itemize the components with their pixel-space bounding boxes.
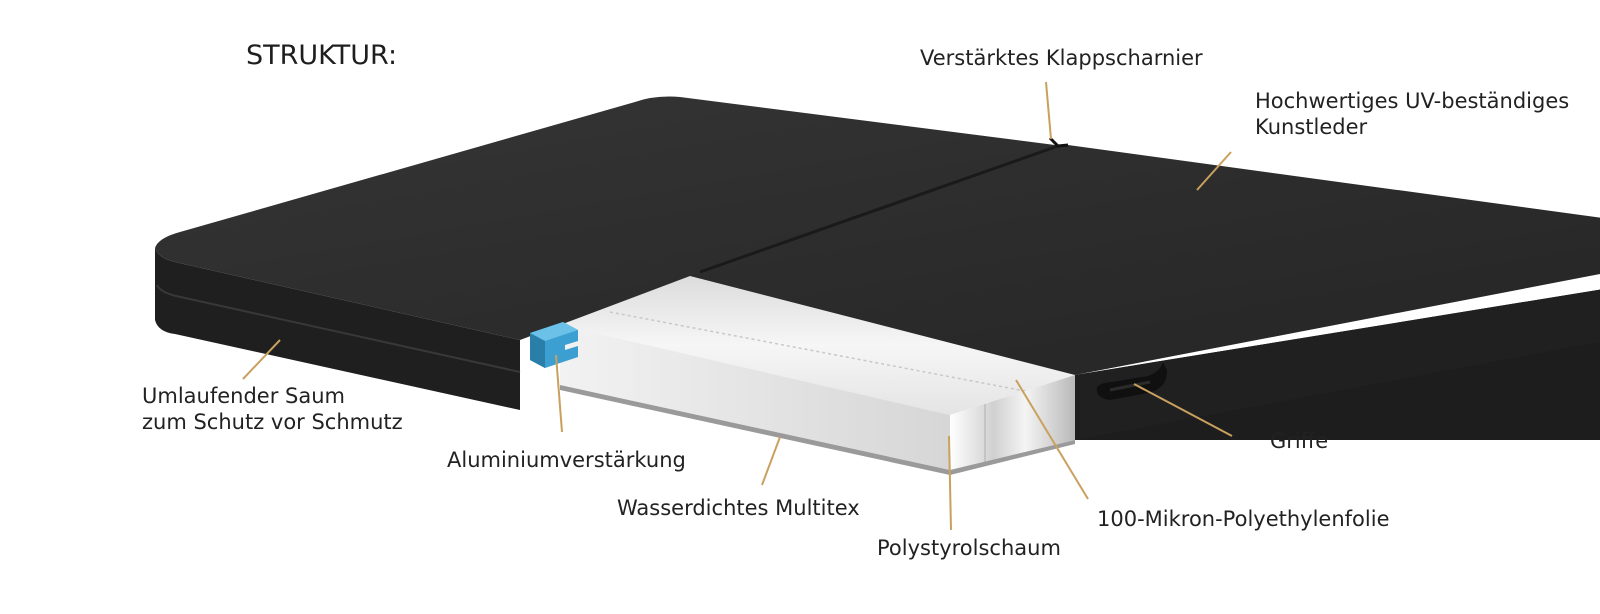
foam-end-face (950, 375, 1075, 470)
leader-lines (242, 81, 1233, 531)
leader-leather (1196, 151, 1232, 191)
leader-hem (242, 339, 281, 380)
label-leather: Hochwertiges UV-beständiges Kunstleder (1255, 88, 1569, 140)
label-hem-line2: zum Schutz vor Schmutz (142, 410, 403, 434)
label-hem-line1: Umlaufender Saum (142, 384, 345, 408)
label-polyethylene: 100-Mikron-Polyethylenfolie (1097, 507, 1390, 531)
label-leather-line2: Kunstleder (1255, 115, 1368, 139)
leader-hinge (1045, 81, 1052, 140)
left-panel-side (155, 248, 520, 410)
cover-top-surface (155, 96, 1600, 375)
leader-polyethylene (1015, 379, 1089, 500)
foam-dashed-edge (609, 311, 1031, 393)
label-leather-line1: Hochwertiges UV-beständiges (1255, 89, 1570, 113)
polystyrene-front (560, 325, 950, 470)
hinge-fold-line (699, 144, 1059, 274)
leader-polystyrene (948, 435, 952, 531)
label-polystyrene: Polystyrolschaum (877, 536, 1061, 560)
label-hem: Umlaufender Saum zum Schutz vor Schmutz (142, 383, 403, 435)
leader-handles (1133, 383, 1233, 437)
leader-aluminium (555, 354, 563, 433)
right-panel-side-front (1075, 289, 1600, 440)
label-aluminium: Aluminiumverstärkung (447, 448, 686, 472)
foam-top-surface (560, 276, 1075, 415)
hem-seam (156, 284, 521, 373)
diagram-title: STRUKTUR: (246, 40, 398, 71)
leader-multitex (761, 436, 781, 486)
label-hinge: Verstärktes Klappscharnier (920, 46, 1203, 70)
aluminium-profile (530, 322, 578, 368)
label-handles: Griffe (1270, 429, 1329, 453)
hinge-notch (1048, 136, 1069, 148)
handle (1096, 362, 1168, 400)
label-multitex: Wasserdichtes Multitex (617, 496, 860, 520)
